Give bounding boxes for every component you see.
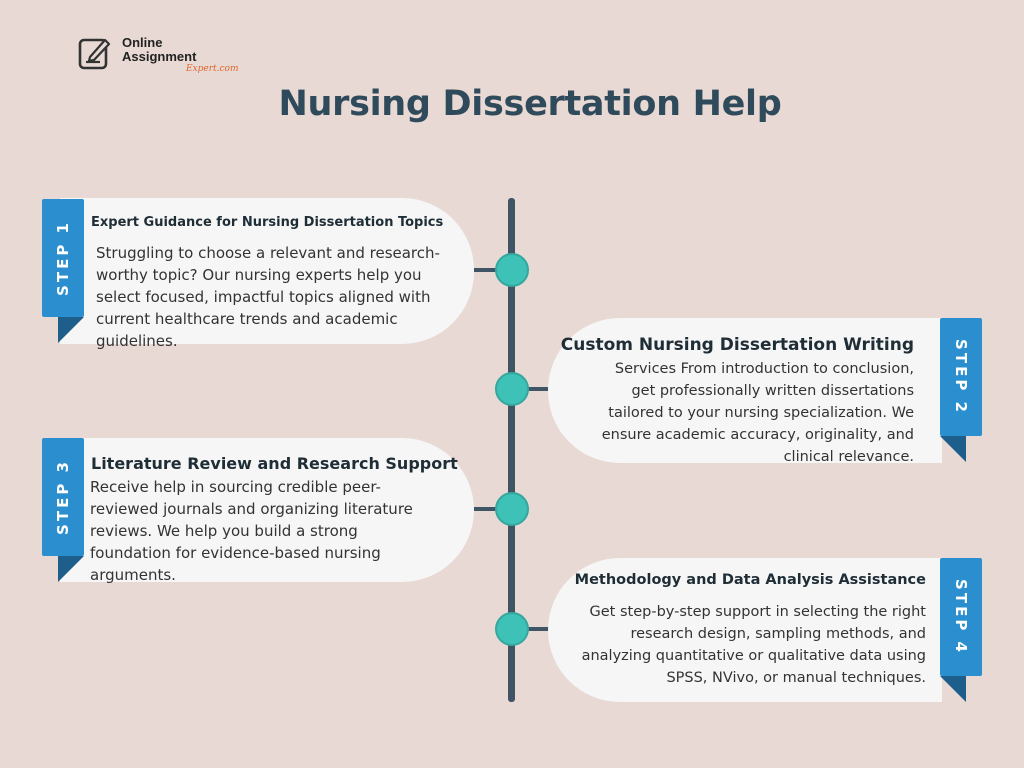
step-1-text: Struggling to choose a relevant and rese… bbox=[96, 244, 440, 350]
timeline-node-2 bbox=[495, 372, 529, 406]
notepad-pencil-icon bbox=[78, 38, 111, 70]
timeline-node-1 bbox=[495, 253, 529, 287]
step-2-tab-fold bbox=[940, 436, 966, 462]
step-1-label: STEP 1 bbox=[54, 220, 72, 296]
step-2-text: Services From introduction to conclusion… bbox=[601, 361, 914, 465]
step-card-1: Expert Guidance for Nursing Dissertation… bbox=[60, 198, 474, 350]
brand-logo[interactable]: Online Assignment Expert.com bbox=[78, 34, 248, 78]
step-card-3: Literature Review and Research Support R… bbox=[60, 438, 474, 584]
step-4-title: Methodology and Data Analysis Assistance bbox=[574, 572, 926, 588]
step-3-tab-fold bbox=[58, 556, 84, 582]
step-1-tab-fold bbox=[58, 317, 84, 343]
step-3-label: STEP 3 bbox=[54, 459, 72, 535]
connector-step-2 bbox=[512, 387, 552, 391]
step-card-2: Custom Nursing Dissertation Writing Serv… bbox=[548, 318, 942, 465]
step-2-title: Custom Nursing Dissertation Writing bbox=[560, 335, 914, 355]
connector-step-1 bbox=[474, 268, 512, 272]
logo-text-online: Online bbox=[122, 35, 163, 50]
step-1-title: Expert Guidance for Nursing Dissertation… bbox=[91, 215, 444, 230]
step-3-tab: STEP 3 bbox=[42, 438, 84, 556]
step-3-title: Literature Review and Research Support bbox=[91, 454, 458, 473]
logo-text-assignment: Assignment bbox=[122, 49, 197, 64]
logo-text-expert: Expert.com bbox=[186, 64, 239, 74]
page-title: Nursing Dissertation Help bbox=[278, 84, 782, 124]
connector-step-4 bbox=[512, 627, 552, 631]
timeline-node-3 bbox=[495, 492, 529, 526]
step-card-4: Methodology and Data Analysis Assistance… bbox=[548, 558, 942, 702]
step-2-label: STEP 2 bbox=[952, 339, 970, 415]
step-1-tab: STEP 1 bbox=[42, 199, 84, 317]
step-4-label: STEP 4 bbox=[952, 579, 970, 655]
step-2-tab: STEP 2 bbox=[940, 318, 982, 436]
step-4-text: Get step-by-step support in selecting th… bbox=[581, 604, 926, 686]
connector-step-3 bbox=[474, 507, 512, 511]
timeline-node-4 bbox=[495, 612, 529, 646]
step-3-text: Receive help in sourcing credible peer-r… bbox=[90, 478, 413, 584]
step-4-tab: STEP 4 bbox=[940, 558, 982, 676]
timeline-axis bbox=[508, 198, 515, 702]
step-4-tab-fold bbox=[940, 676, 966, 702]
